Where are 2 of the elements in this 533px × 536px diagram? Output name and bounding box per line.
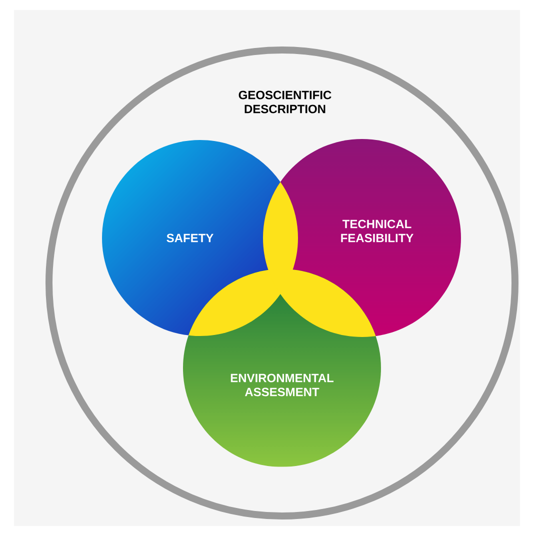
circle-label: GEOSCIENTIFIC DESCRIPTION [238, 90, 332, 114]
circle-label: SAFETY [166, 234, 214, 242]
